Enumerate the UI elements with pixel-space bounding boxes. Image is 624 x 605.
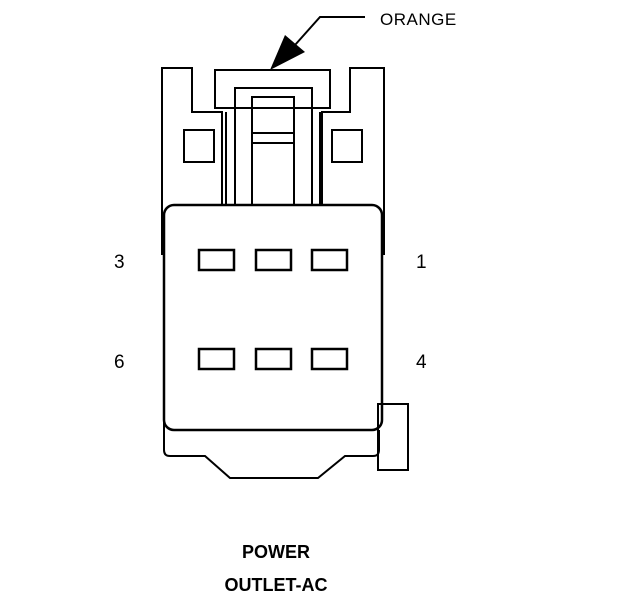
housing-left-rail [161,67,223,255]
latch-arm-left [225,112,236,205]
pin-label-3: 3 [114,252,125,273]
right-side-tab [331,129,363,163]
center-latch [251,96,295,206]
lock-tab-inner [234,87,313,205]
pin-label-4: 4 [416,352,427,373]
connector-skirt [163,420,380,479]
cavity-pin-4 [310,347,349,371]
cavity-pin-1 [310,248,349,272]
callout-arrowhead [270,35,305,70]
orange-lock-tab [214,69,331,109]
caption-line-1: POWER [242,542,310,562]
orange-callout: ORANGE [270,10,457,70]
pin-label-1: 1 [416,252,427,273]
cavity-pin-6 [197,347,236,371]
right-key [377,403,409,471]
pin-label-6: 6 [114,352,125,373]
cavity-pin-3 [197,248,236,272]
cavity-pin-5 [254,347,293,371]
caption-line-2: OUTLET-AC [225,575,328,595]
callout-label-orange: ORANGE [380,10,457,29]
left-side-tab [183,129,215,163]
housing-right-rail [321,67,385,255]
connector-body [162,203,384,432]
latch-arm-right [311,112,321,205]
cavity-pin-2 [254,248,293,272]
